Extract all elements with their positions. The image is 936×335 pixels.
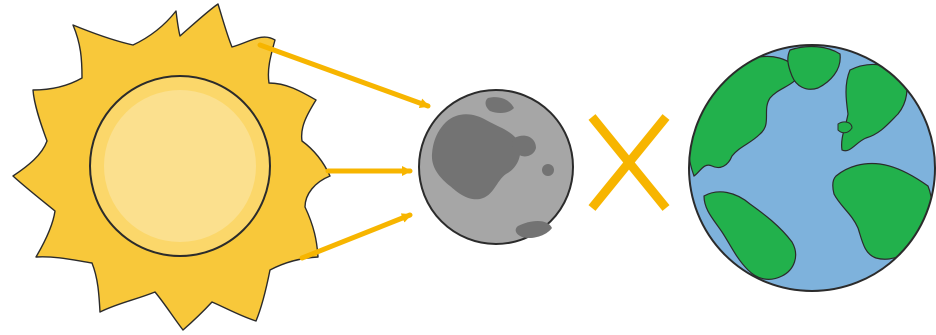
arrow-bottom	[302, 215, 410, 258]
moon-icon	[419, 90, 573, 244]
earth-icon	[688, 45, 935, 291]
cross-icon	[592, 117, 666, 208]
sun-core	[104, 90, 256, 242]
moon-crater	[542, 164, 554, 176]
